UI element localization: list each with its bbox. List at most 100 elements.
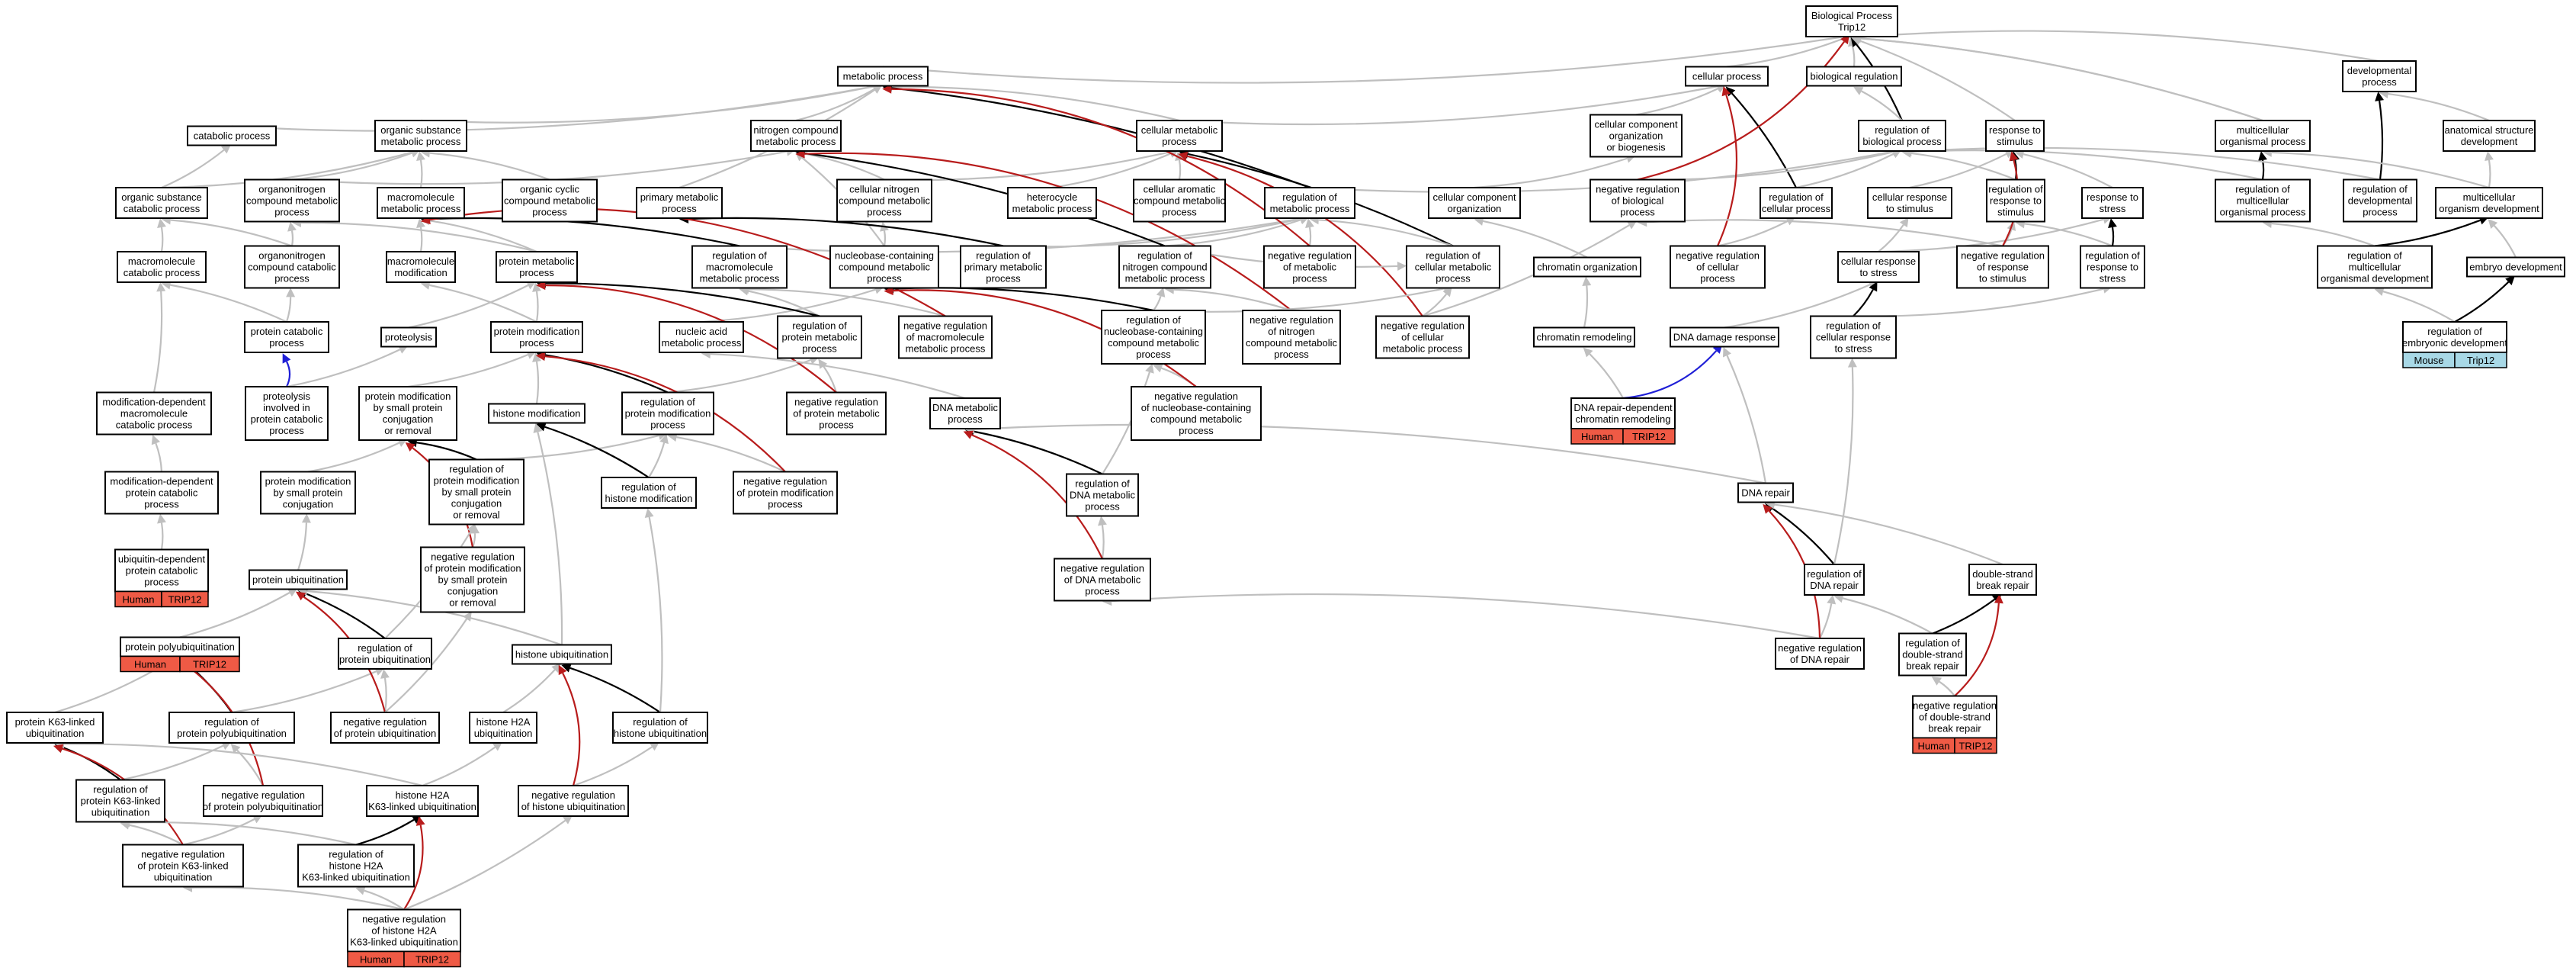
go-term-node-catabolic[interactable]: catabolic process: [187, 125, 277, 146]
go-term-node-moddepcat[interactable]: modification-dependentmacromoleculecatab…: [96, 391, 212, 436]
go-term-node-bioreg[interactable]: biological regulation: [1806, 66, 1902, 87]
go-term-node-dnadamage[interactable]: DNA damage response: [1670, 326, 1779, 348]
go-term-node-embryo[interactable]: embryo development: [2466, 256, 2565, 278]
go-term-node-proteolysis[interactable]: proteolysis: [380, 326, 437, 348]
go-term-node-protpolyubiq[interactable]: protein polyubiquitination: [120, 636, 240, 657]
go-term-node-protubiq[interactable]: protein ubiquitination: [249, 569, 348, 590]
go-term-node-cellular[interactable]: cellular process: [1685, 66, 1769, 87]
go-term-node-regnucleo[interactable]: regulation ofnucleobase-containingcompou…: [1101, 310, 1206, 365]
go-term-node-dnarepair[interactable]: DNA repair: [1737, 482, 1794, 503]
go-term-node-histoneubiq[interactable]: histone ubiquitination: [512, 644, 612, 665]
go-term-node-chromremod[interactable]: chromatin remodeling: [1533, 326, 1635, 348]
go-term-node-chromorg[interactable]: chromatin organization: [1533, 256, 1641, 278]
go-term-node-histonemod[interactable]: histone modification: [488, 403, 585, 424]
